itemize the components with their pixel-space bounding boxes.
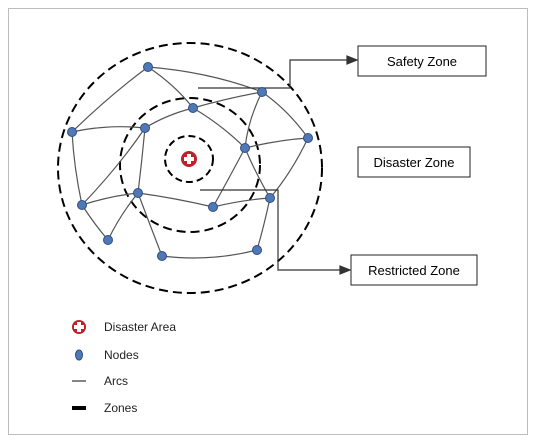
legend-disaster-area-icon [72, 320, 86, 334]
restricted-zone-arrowhead [339, 265, 352, 275]
legend: Disaster Area Nodes Arcs Zones [72, 320, 176, 415]
legend-nodes-label: Nodes [104, 348, 139, 362]
arc [81, 127, 146, 206]
nodes-group [67, 62, 313, 261]
node [208, 202, 218, 212]
arc [261, 91, 309, 139]
safety-zone-boundary [57, 42, 323, 294]
legend-disaster-area-label: Disaster Area [104, 320, 176, 334]
node [143, 62, 153, 72]
node [133, 188, 143, 198]
arc [244, 91, 263, 149]
legend-zones-label: Zones [104, 401, 137, 415]
safety-zone-label: Safety Zone [387, 54, 457, 69]
arc [192, 91, 263, 109]
arc [256, 197, 271, 251]
node [257, 87, 267, 97]
legend-node-icon [75, 349, 83, 361]
arc [71, 126, 146, 133]
arc [269, 137, 309, 199]
node [67, 127, 77, 137]
arc [212, 147, 246, 208]
diagram-frame [8, 8, 528, 435]
arc [81, 204, 109, 241]
arc [71, 66, 149, 133]
arc [107, 192, 139, 241]
restricted-zone-label: Restricted Zone [368, 263, 460, 278]
legend-arcs-label: Arcs [104, 374, 128, 388]
label-connectors [198, 55, 359, 275]
node [103, 235, 113, 245]
arc [71, 131, 83, 206]
arc [147, 66, 194, 109]
node [303, 133, 313, 143]
safety-zone-arrowhead [346, 55, 359, 65]
arc [137, 127, 146, 194]
node [252, 245, 262, 255]
node [265, 193, 275, 203]
node [140, 123, 150, 133]
safety-zone-label-box: Safety Zone [357, 45, 487, 77]
arc [137, 192, 163, 257]
node [157, 251, 167, 261]
disaster-zone-label: Disaster Zone [374, 155, 455, 170]
arc [161, 249, 258, 259]
arc [212, 197, 271, 208]
arc [144, 107, 194, 129]
arc [244, 137, 309, 149]
restricted-zone-label-box: Restricted Zone [350, 254, 478, 286]
node [77, 200, 87, 210]
node [240, 143, 250, 153]
disaster-area-marker [181, 151, 197, 167]
disaster-zone-label-box: Disaster Zone [357, 146, 471, 178]
restricted-zone-boundary [119, 97, 261, 233]
arc [192, 107, 246, 149]
safety-zone-connector [198, 59, 347, 89]
node [188, 103, 198, 113]
disaster-zone-boundary [164, 135, 214, 183]
legend-zone-icon [72, 406, 86, 410]
arc [137, 192, 214, 208]
restricted-zone-connector [200, 189, 340, 271]
